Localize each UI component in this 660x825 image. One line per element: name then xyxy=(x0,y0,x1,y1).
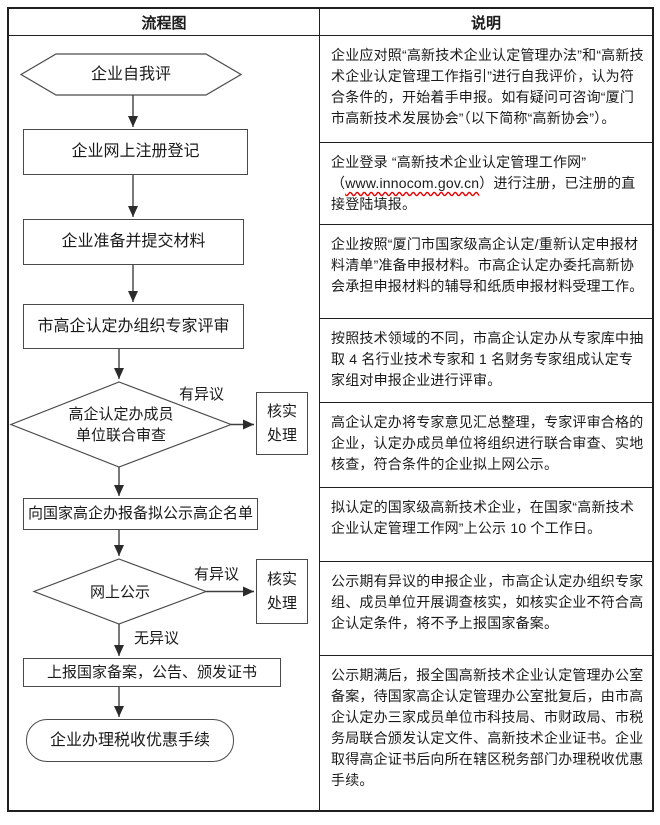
explanation-row-joint-review: 高企认定办将专家意见汇总整理，专家评审合格的企业，认定办成员单位将组织进行联合审… xyxy=(320,402,652,487)
explanation-row-materials: 企业按照“厦门市国家级高企认定/重新认定申报材料清单”准备申报材料。市高企认定办… xyxy=(320,224,652,318)
node-tax-procedures: 企业办理税收优惠手续 xyxy=(26,719,234,762)
node-self-assessment: 企业自我评 xyxy=(90,66,171,83)
node-report-record: 上报国家备案，公告、颁发证书 xyxy=(23,658,281,687)
hexagon-self-assessment-shape xyxy=(19,53,243,96)
explanation-row-record-certificate: 公示期满后，报全国高新技术企业认定管理办公室备案，待国家高企认定管理办公室批复后… xyxy=(320,655,652,810)
node-online-registration: 企业网上注册登记 xyxy=(23,129,248,175)
decision-online-publicity: 网上公示 xyxy=(89,583,150,601)
explanation-column: 企业应对照“高新技术企业认定管理办法”和“高新技术企业认定管理工作指引”进行自我… xyxy=(320,36,652,810)
registration-text-before: 企业登录 “高新技术企业认定管理工作网” （ xyxy=(331,154,587,191)
flowchart-canvas xyxy=(9,53,254,717)
label-no-objection: 无异议 xyxy=(134,630,180,647)
process-table: 流程图 说明 xyxy=(7,7,654,812)
explanation-column-header: 说明 xyxy=(470,14,501,32)
node-verify-handle-2: 核实 处理 xyxy=(256,559,308,624)
explanation-row-self-assessment: 企业应对照“高新技术企业认定管理办法”和“高新技术企业认定管理工作指引”进行自我… xyxy=(331,47,644,126)
explanation-row-registration: 企业登录 “高新技术企业认定管理工作网” （www.innocom.gov.cn… xyxy=(320,142,652,224)
registration-text-after: ）进行注册，已注册的直接登陆填报。 xyxy=(331,175,636,212)
table-body-row: 企业自我评 企业网上注册登记 企业准备并提交材料 市高企认定办组织专家评审 高企… xyxy=(9,36,652,810)
node-report-list: 向国家高企办报备拟公示高企名单 xyxy=(23,498,258,530)
label-objection-2: 有异议 xyxy=(194,566,240,583)
label-objection-1: 有异议 xyxy=(179,386,225,403)
flowchart-column-header: 流程图 xyxy=(9,9,320,35)
explanation-row-expert-review: 按照技术领域的不同，市高企认定办从专家库中抽取 4 名行业技术专家和 1 名财务… xyxy=(320,318,652,402)
node-expert-review: 市高企认定办组织专家评审 xyxy=(23,304,244,349)
table-header-row: 流程图 说明 xyxy=(9,9,652,36)
explanation-row-objection: 公示期有异议的申报企业，市高企认定办组织专家组、成员单位开展调查核实，如核实企业… xyxy=(320,561,652,655)
flowchart-column: 企业自我评 企业网上注册登记 企业准备并提交材料 市高企认定办组织专家评审 高企… xyxy=(9,36,320,810)
node-prepare-materials: 企业准备并提交材料 xyxy=(23,219,244,265)
node-verify-handle-1: 核实 处理 xyxy=(256,392,308,455)
flow-arrows xyxy=(114,95,254,717)
explanation-row-publicity: 拟认定的国家级高新技术企业，在国家“高新技术企业认定管理工作网”上公示 10 个… xyxy=(320,487,652,561)
registration-website-url: www.innocom.gov.cn xyxy=(345,175,480,191)
decision-joint-review: 高企认定办成员 单位联合审查 xyxy=(68,405,174,444)
